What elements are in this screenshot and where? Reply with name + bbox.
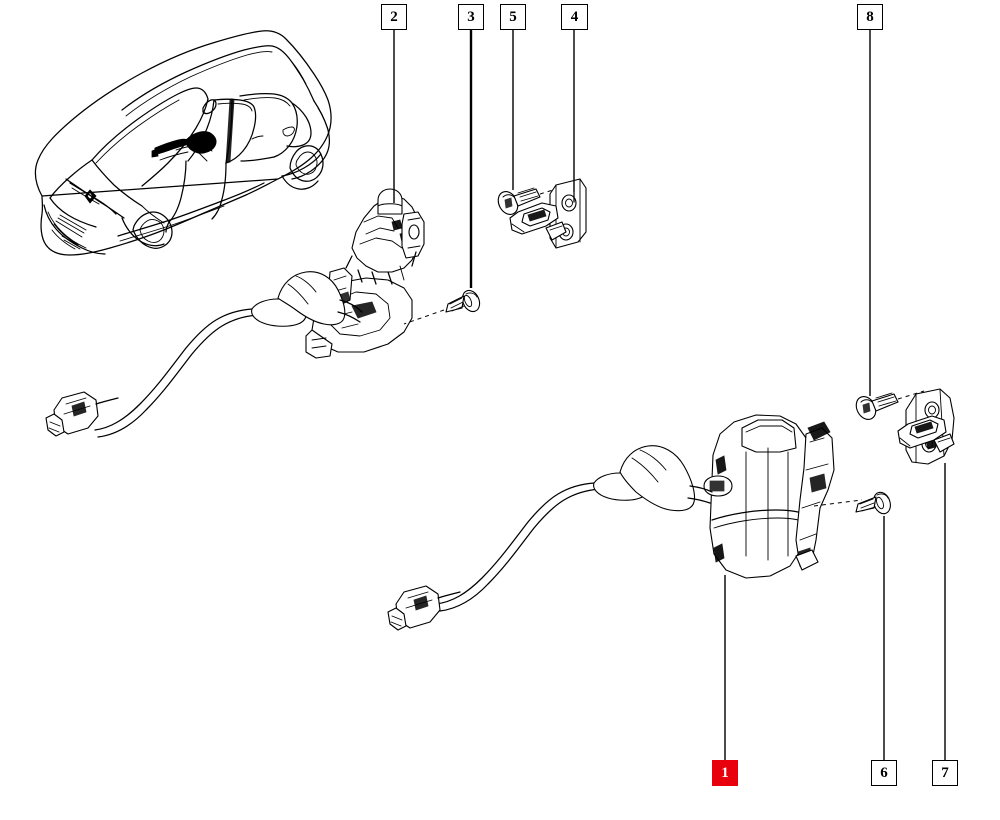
front-lock-connector: [45, 391, 119, 437]
callout-box-8[interactable]: 8: [857, 4, 883, 30]
callout-label-1: 1: [721, 764, 729, 781]
callout-label-5: 5: [509, 8, 517, 25]
callout-label-6: 6: [880, 764, 888, 781]
callout-box-2[interactable]: 2: [381, 4, 407, 30]
callout-box-1[interactable]: 1: [712, 760, 738, 786]
callout-box-5[interactable]: 5: [500, 4, 526, 30]
rear-door-lock-wiring-harness: [387, 445, 713, 631]
callout-label-4: 4: [570, 8, 579, 25]
rear-door-lock-actuator-art: [703, 414, 863, 579]
striker-fixing-screw-rear: [855, 390, 925, 420]
callout-box-4[interactable]: 4: [561, 4, 588, 30]
callout-label-3: 3: [467, 8, 475, 25]
callout-box-3[interactable]: 3: [458, 4, 484, 30]
rear-door-striker-plate: [897, 388, 955, 465]
callout-label-2: 2: [390, 8, 398, 25]
lock-fixing-screw-front: [403, 289, 481, 325]
vehicle-illustration: [34, 30, 332, 256]
callout-label-8: 8: [866, 8, 874, 25]
front-door-striker-plate: [509, 178, 587, 249]
callout-leader-lines: [393, 30, 946, 760]
front-door-lock-actuator-art: [305, 188, 425, 359]
rear-lock-connector: [387, 585, 461, 631]
callout-label-7: 7: [941, 764, 949, 781]
callout-box-7[interactable]: 7: [932, 760, 958, 786]
striker-fixing-screw-front: [497, 185, 567, 215]
lock-fixing-screw-rear: [855, 491, 891, 515]
front-door-lock-wiring-harness: [45, 271, 363, 438]
callout-box-6[interactable]: 6: [871, 760, 897, 786]
vehicle-lock-highlight: [151, 131, 217, 158]
